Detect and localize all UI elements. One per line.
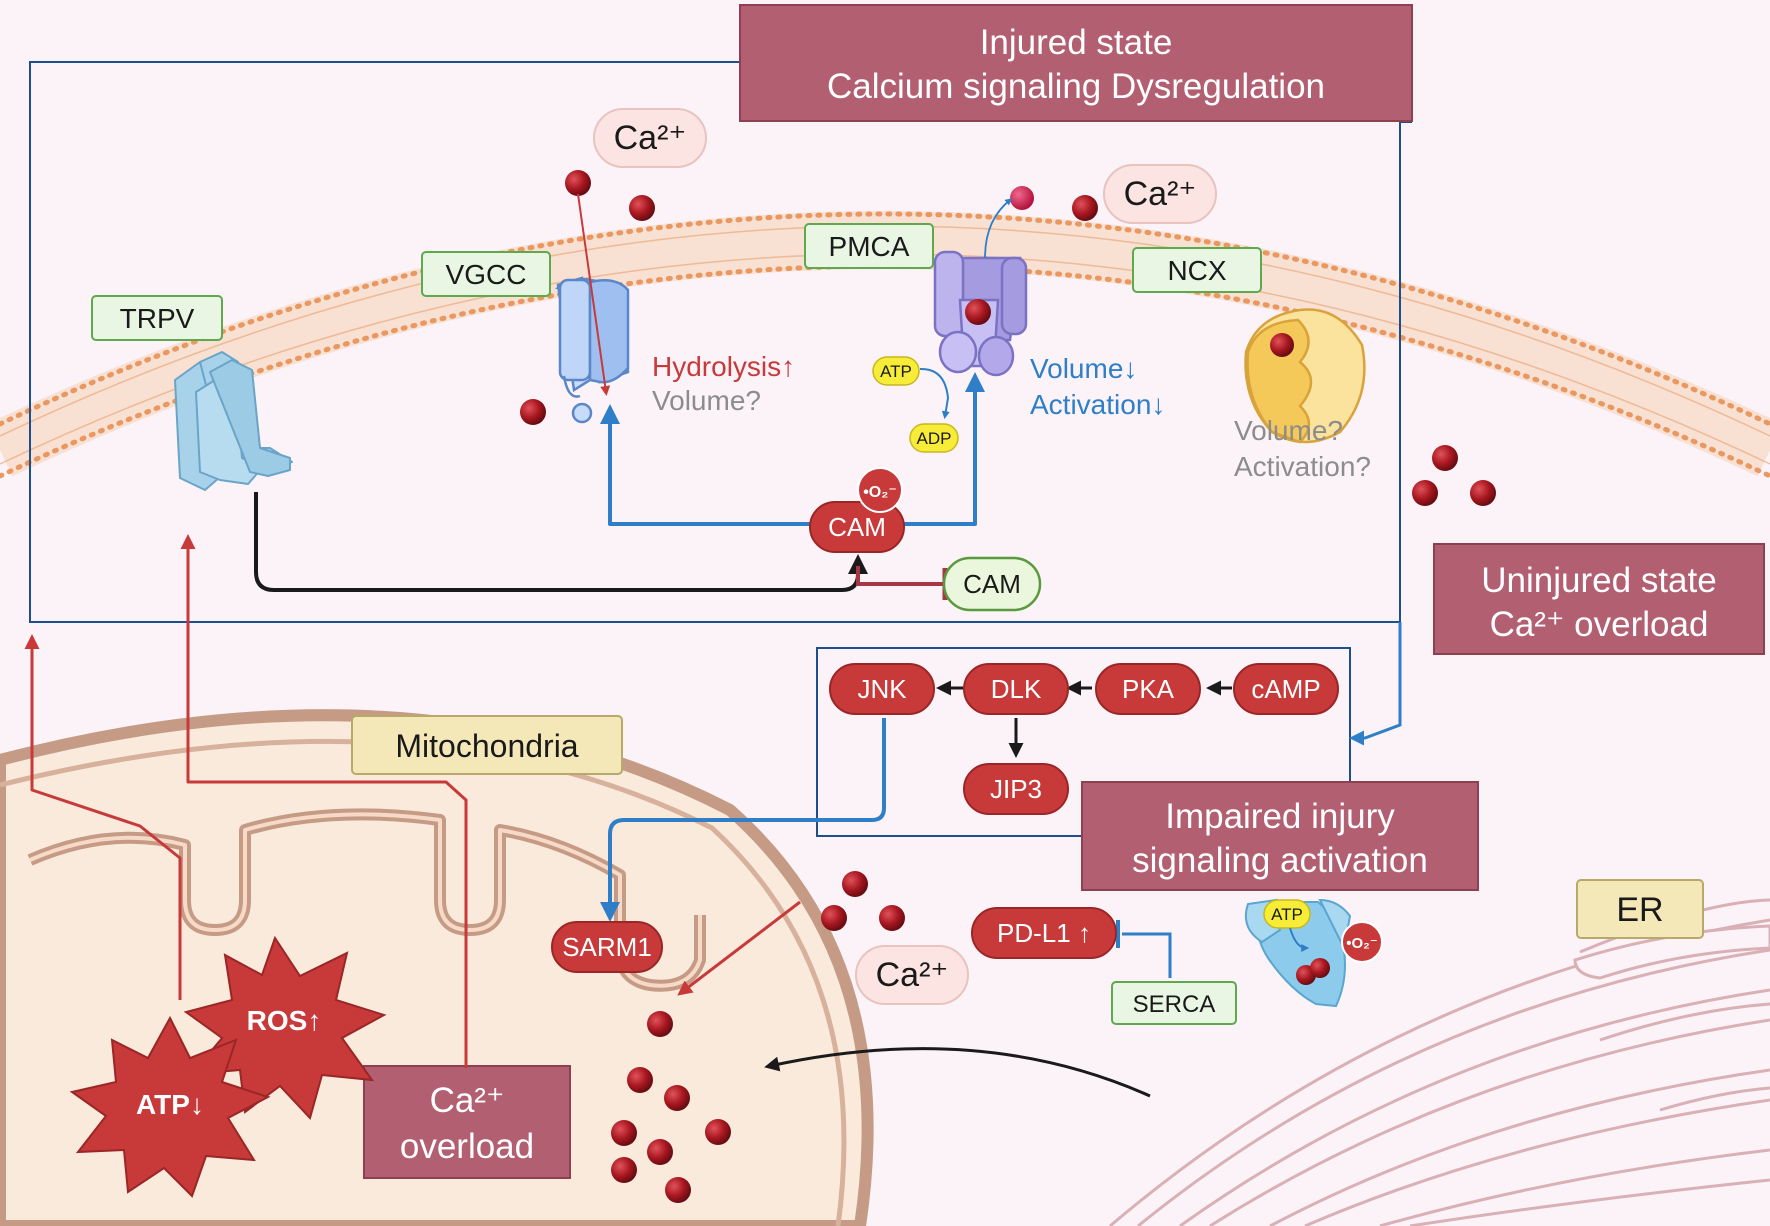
camp-node: cAMP bbox=[1233, 663, 1339, 715]
er-label: ER bbox=[1576, 879, 1704, 939]
svg-text:•O₂⁻: •O₂⁻ bbox=[1346, 935, 1378, 952]
svg-text:Ca²⁺: Ca²⁺ bbox=[876, 956, 949, 994]
svg-text:TRPV: TRPV bbox=[120, 303, 195, 334]
vgcc-channel-icon bbox=[555, 276, 630, 424]
label-ncx: NCX bbox=[1132, 247, 1262, 293]
pka-node: PKA bbox=[1095, 663, 1201, 715]
atp-burst: ATP↓ bbox=[69, 1015, 271, 1198]
calcium-label-mito: Ca²⁺ bbox=[855, 945, 969, 1005]
label-vgcc: VGCC bbox=[421, 251, 551, 297]
svg-text:Mitochondria: Mitochondria bbox=[395, 728, 578, 764]
svg-text:ADP: ADP bbox=[917, 429, 952, 448]
label-trpv: TRPV bbox=[91, 295, 223, 341]
jnk-to-sarm1-arrow bbox=[600, 718, 886, 922]
pmca-pump-icon bbox=[933, 250, 1028, 377]
svg-text:•O₂⁻: •O₂⁻ bbox=[863, 484, 897, 501]
svg-text:JNK: JNK bbox=[857, 674, 907, 704]
pmca-efflux-arrow bbox=[984, 198, 1013, 259]
svg-text:cAMP: cAMP bbox=[1251, 674, 1320, 704]
uninjured-title-line1: Uninjured state bbox=[1481, 561, 1716, 600]
overload-line1: Ca²⁺ bbox=[430, 1081, 505, 1120]
impaired-title-line2: signaling activation bbox=[1132, 841, 1428, 880]
trpv-channel-icon bbox=[174, 351, 293, 491]
pmca-activation-text: Activation↓ bbox=[1030, 389, 1165, 420]
vgcc-volume-text: Volume? bbox=[652, 385, 761, 416]
svg-text:SERCA: SERCA bbox=[1133, 991, 1216, 1018]
mito-to-frame-arrow bbox=[24, 634, 182, 1000]
adp-pill: ADP bbox=[909, 423, 959, 453]
vgcc-influx-arrow bbox=[577, 193, 611, 396]
svg-text:ER: ER bbox=[1616, 891, 1663, 929]
injured-title-line1: Injured state bbox=[980, 23, 1173, 62]
mito-overload-box: Ca²⁺ overload bbox=[363, 1065, 571, 1179]
svg-text:CAM: CAM bbox=[963, 569, 1021, 599]
mitochondria-label: Mitochondria bbox=[351, 715, 623, 775]
ros-burst: ROS↑ bbox=[183, 935, 387, 1120]
svg-text:VGCC: VGCC bbox=[446, 259, 527, 290]
cam-to-pmca-arrow bbox=[902, 372, 985, 526]
calcium-label-right: Ca²⁺ bbox=[1103, 164, 1217, 224]
cam-inhibition-line bbox=[856, 566, 945, 586]
cam-red-node: CAM bbox=[809, 501, 905, 553]
label-pmca: PMCA bbox=[804, 223, 934, 269]
mito-to-trpv-arrow bbox=[180, 534, 468, 1068]
svg-text:ATP↓: ATP↓ bbox=[136, 1089, 204, 1120]
dlk-node: DLK bbox=[963, 663, 1069, 715]
injured-state-box: Injured state Calcium signaling Dysregul… bbox=[739, 4, 1413, 122]
svg-text:NCX: NCX bbox=[1167, 255, 1226, 286]
jnk-node: JNK bbox=[829, 663, 935, 715]
ncx-volume-text: Volume? bbox=[1234, 415, 1343, 446]
svg-text:PMCA: PMCA bbox=[829, 231, 910, 262]
sarm1-node: SARM1 bbox=[551, 921, 663, 973]
svg-text:CAM: CAM bbox=[828, 512, 886, 542]
serca-label: SERCA bbox=[1111, 981, 1237, 1025]
pmca-volume-text: Volume↓ bbox=[1030, 353, 1137, 384]
svg-text:ATP: ATP bbox=[880, 362, 912, 381]
serca-inhibition-line bbox=[1122, 932, 1172, 978]
cam-green-node: CAM bbox=[942, 556, 1042, 612]
frame-to-pathway-arrow bbox=[1349, 622, 1402, 746]
endoplasmic-reticulum bbox=[1109, 898, 1770, 1226]
svg-text:JIP3: JIP3 bbox=[990, 774, 1042, 804]
overload-line2: overload bbox=[400, 1127, 534, 1166]
hydrolysis-text: Hydrolysis↑ bbox=[652, 351, 795, 382]
atp-pill: ATP bbox=[872, 356, 920, 386]
serca-atp-pill: ATP bbox=[1263, 899, 1311, 929]
svg-text:Ca²⁺: Ca²⁺ bbox=[614, 119, 687, 157]
calcium-label-top: Ca²⁺ bbox=[593, 108, 707, 168]
serca-atp-arrow bbox=[1289, 927, 1310, 952]
impaired-title-line1: Impaired injury bbox=[1165, 797, 1395, 836]
cam-to-vgcc-arrow bbox=[600, 404, 812, 526]
svg-text:SARM1: SARM1 bbox=[562, 932, 652, 962]
injured-title-line2: Calcium signaling Dysregulation bbox=[827, 67, 1325, 106]
ncx-activation-text: Activation? bbox=[1234, 451, 1371, 482]
impaired-signaling-box: Impaired injury signaling activation bbox=[1081, 781, 1479, 891]
superoxide-badge: •O₂⁻ bbox=[857, 467, 903, 513]
er-to-mito-arrow bbox=[764, 1047, 1151, 1098]
uninjured-state-box: Uninjured state Ca²⁺ overload bbox=[1433, 543, 1765, 655]
svg-text:ATP: ATP bbox=[1271, 905, 1303, 924]
svg-text:ROS↑: ROS↑ bbox=[247, 1005, 322, 1036]
serca-superoxide-badge: •O₂⁻ bbox=[1341, 921, 1383, 963]
calcium-into-mito-arrow bbox=[677, 900, 801, 996]
pdl1-node: PD-L1 ↑ bbox=[971, 907, 1117, 959]
trpv-to-cam-arrow bbox=[254, 492, 868, 592]
svg-text:PKA: PKA bbox=[1122, 674, 1175, 704]
jip3-node: JIP3 bbox=[963, 763, 1069, 815]
uninjured-title-line2: Ca²⁺ overload bbox=[1490, 605, 1709, 644]
ncx-exchanger-icon bbox=[1244, 308, 1366, 444]
svg-text:DLK: DLK bbox=[991, 674, 1042, 704]
svg-text:Ca²⁺: Ca²⁺ bbox=[1124, 175, 1197, 213]
svg-text:PD-L1 ↑: PD-L1 ↑ bbox=[997, 918, 1091, 948]
atp-to-adp-arrow bbox=[919, 367, 950, 420]
